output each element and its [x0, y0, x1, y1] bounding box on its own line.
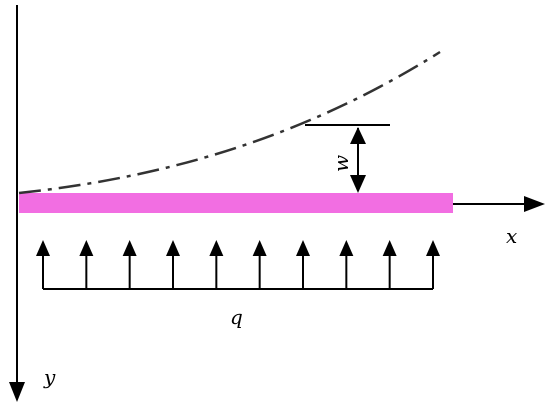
load-arrowhead	[166, 240, 180, 256]
load-arrowhead	[252, 240, 267, 256]
y-axis-label: y	[43, 365, 56, 389]
x-axis-label: x	[506, 224, 517, 248]
load-arrowhead	[339, 240, 354, 256]
load-arrowhead	[79, 240, 94, 256]
y-axis-arrowhead	[9, 382, 25, 402]
deflection-arrowhead-bottom	[350, 175, 366, 193]
load-arrowhead	[36, 240, 50, 256]
deflected-shape-curve	[18, 50, 441, 195]
distributed-load	[36, 240, 440, 290]
load-arrowhead	[122, 240, 137, 256]
load-label: q	[230, 305, 243, 329]
load-arrowhead	[426, 240, 440, 256]
deflection-label: w	[329, 155, 353, 172]
load-arrowhead	[296, 240, 310, 256]
load-arrowhead	[382, 240, 397, 256]
deflection-arrowhead-top	[350, 127, 366, 144]
x-axis-arrowhead	[524, 196, 545, 212]
beam	[19, 193, 453, 213]
load-arrowhead	[209, 240, 224, 256]
